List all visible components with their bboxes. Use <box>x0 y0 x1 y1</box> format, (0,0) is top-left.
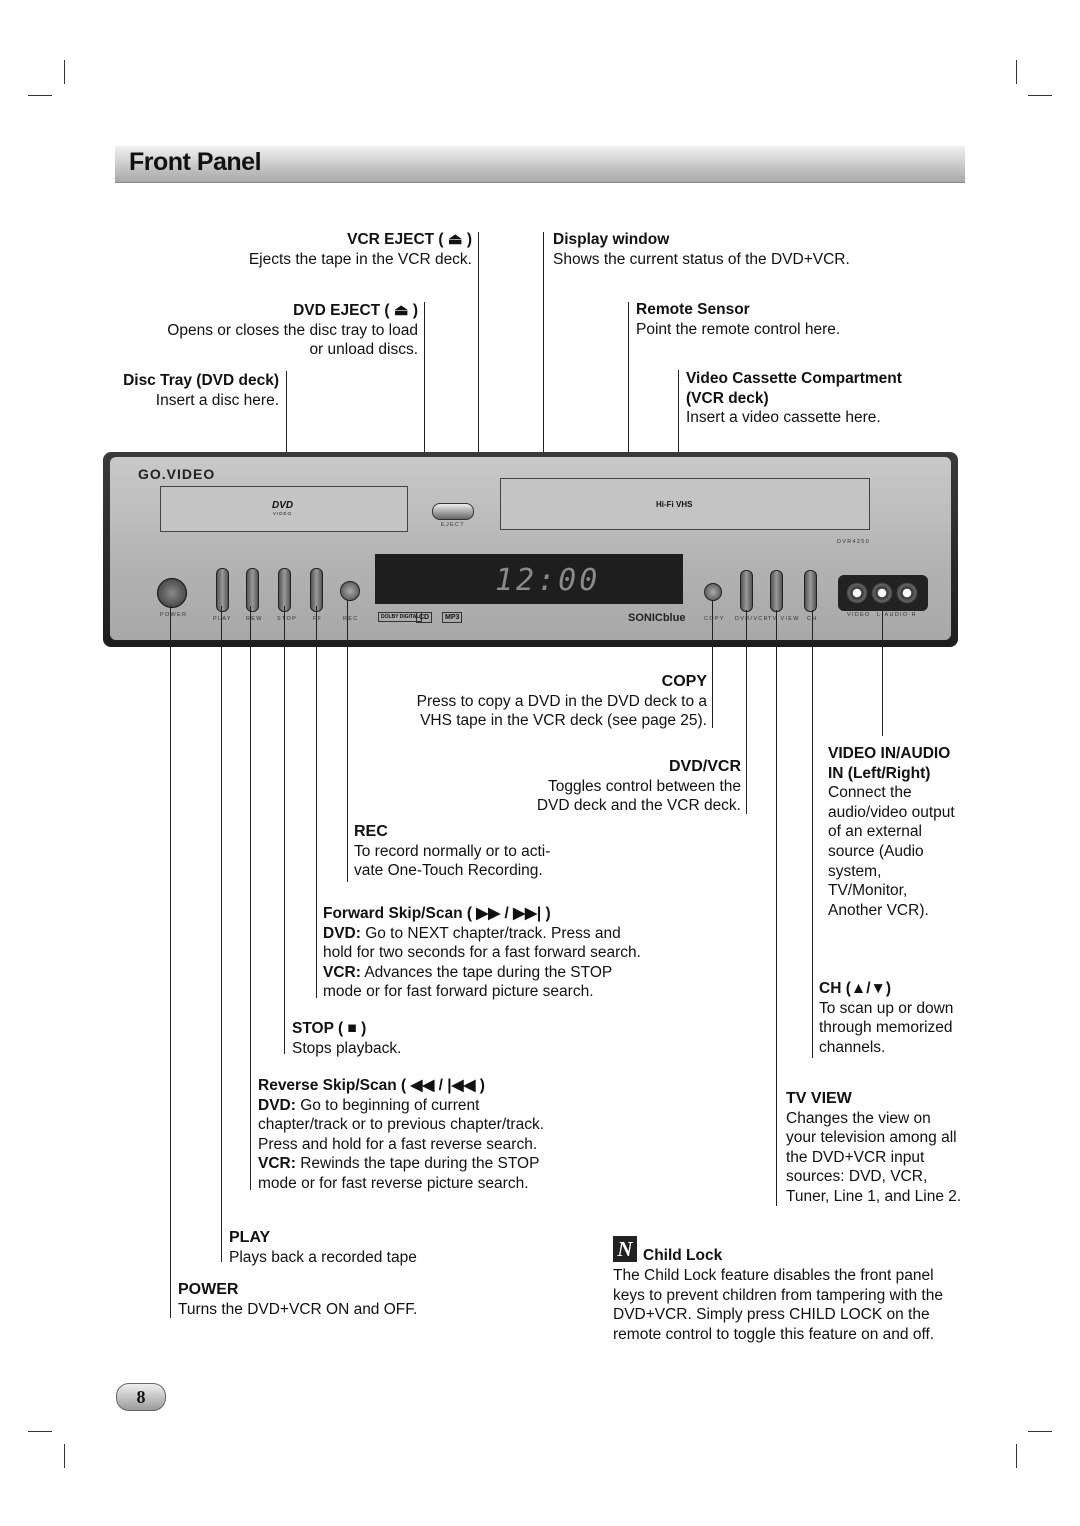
crop-mark <box>1016 1444 1017 1468</box>
dvd-vcr-caption: DVD/VCR <box>735 616 769 622</box>
child-lock-text: The Child Lock feature disables the fron… <box>613 1267 943 1343</box>
rec-caption: REC <box>343 616 359 622</box>
section-title-bar: Front Panel <box>115 146 965 183</box>
hifi-vhs-logo: Hi-Fi VHS <box>656 500 693 509</box>
mp3-logo: MP3 <box>442 612 463 623</box>
ch-button[interactable] <box>804 570 817 612</box>
leader-line <box>284 606 285 1054</box>
crop-mark <box>64 1444 65 1468</box>
note-icon: N <box>613 1236 637 1262</box>
leader-line <box>250 606 251 1190</box>
tv-view-label: TV VIEW Changes the view on your televis… <box>786 1090 962 1205</box>
power-caption: POWER <box>160 612 188 618</box>
leader-line <box>812 610 813 1058</box>
dolby-logo: DOLBY DIGITAL <box>378 612 423 622</box>
leader-line <box>286 371 287 509</box>
leader-line <box>221 606 222 1262</box>
crop-mark <box>28 95 52 96</box>
sonicblue-logo: SONICblue <box>628 612 686 624</box>
leader-line <box>170 606 171 1318</box>
page-title: Front Panel <box>129 148 262 176</box>
disc-tray-label: Disc Tray (DVD deck)Insert a disc here. <box>123 372 279 409</box>
reverse-skip-label: Reverse Skip/Scan ( ◀◀ / |◀◀ ) DVD: Go t… <box>258 1077 545 1192</box>
crop-mark <box>1028 95 1052 96</box>
child-lock-title: Child Lock <box>643 1247 723 1264</box>
leader-line <box>628 302 629 568</box>
dvd-eject-label: DVD EJECT ( ⏏ )Opens or closes the disc … <box>167 302 418 359</box>
brand-logo: GO.VIDEO <box>138 466 216 482</box>
play-button[interactable] <box>216 568 229 612</box>
leader-line <box>478 232 479 498</box>
stop-label: STOP ( ■ )Stops playback. <box>292 1020 402 1057</box>
ch-caption: CH <box>807 616 818 622</box>
model-label: DVR4250 <box>837 539 870 545</box>
ch-label: CH (▲/▼) To scan up or down through memo… <box>819 980 954 1056</box>
video-in-jack[interactable] <box>846 582 868 604</box>
tv-view-caption: TV VIEW <box>768 616 800 622</box>
leader-line <box>746 610 747 814</box>
audio-l-jack[interactable] <box>871 582 893 604</box>
leader-line <box>316 606 317 998</box>
video-caption: VIDEO <box>847 612 871 618</box>
tv-view-button[interactable] <box>770 570 783 612</box>
page-number: 8 <box>116 1383 166 1411</box>
leader-line <box>882 604 883 736</box>
copy-caption: COPY <box>704 616 725 622</box>
leader-line <box>776 610 777 1206</box>
copy-button[interactable] <box>704 583 722 601</box>
dvd-logo: DVD VIDEO <box>272 500 294 516</box>
leader-line <box>424 302 425 498</box>
cassette-label: Video Cassette Compartment(VCR deck)Inse… <box>686 370 902 427</box>
vcr-eject-label: VCR EJECT ( ⏏ )Ejects the tape in the VC… <box>248 231 472 268</box>
power-button[interactable] <box>157 578 187 608</box>
rew-caption: REW <box>246 616 263 622</box>
leader-line <box>678 370 679 492</box>
display-window <box>375 554 683 604</box>
leader-line <box>347 600 348 882</box>
rew-button[interactable] <box>246 568 259 612</box>
crop-mark <box>1028 1431 1052 1432</box>
audio-r-jack[interactable] <box>896 582 918 604</box>
crop-mark <box>28 1431 52 1432</box>
cd-logo: CD <box>416 612 433 623</box>
stop-caption: STOP <box>277 616 298 622</box>
eject-button[interactable] <box>432 503 474 520</box>
play-caption: PLAY <box>213 616 232 622</box>
leader-line <box>712 600 713 728</box>
audio-caption: L-AUDIO-R <box>877 612 917 618</box>
display-time: 12:00 <box>495 563 601 598</box>
leader-line <box>543 232 544 562</box>
vcr-cassette-slot[interactable] <box>500 478 870 530</box>
crop-mark <box>64 60 65 84</box>
dvd-vcr-button[interactable] <box>740 570 753 612</box>
ff-caption: FF <box>313 616 323 622</box>
forward-skip-label: Forward Skip/Scan ( ▶▶ / ▶▶| ) DVD: Go t… <box>323 905 641 1001</box>
dvd-disc-tray[interactable] <box>160 486 408 532</box>
rec-button[interactable] <box>340 581 360 601</box>
crop-mark <box>1016 60 1017 84</box>
eject-label: EJECT <box>441 522 465 528</box>
